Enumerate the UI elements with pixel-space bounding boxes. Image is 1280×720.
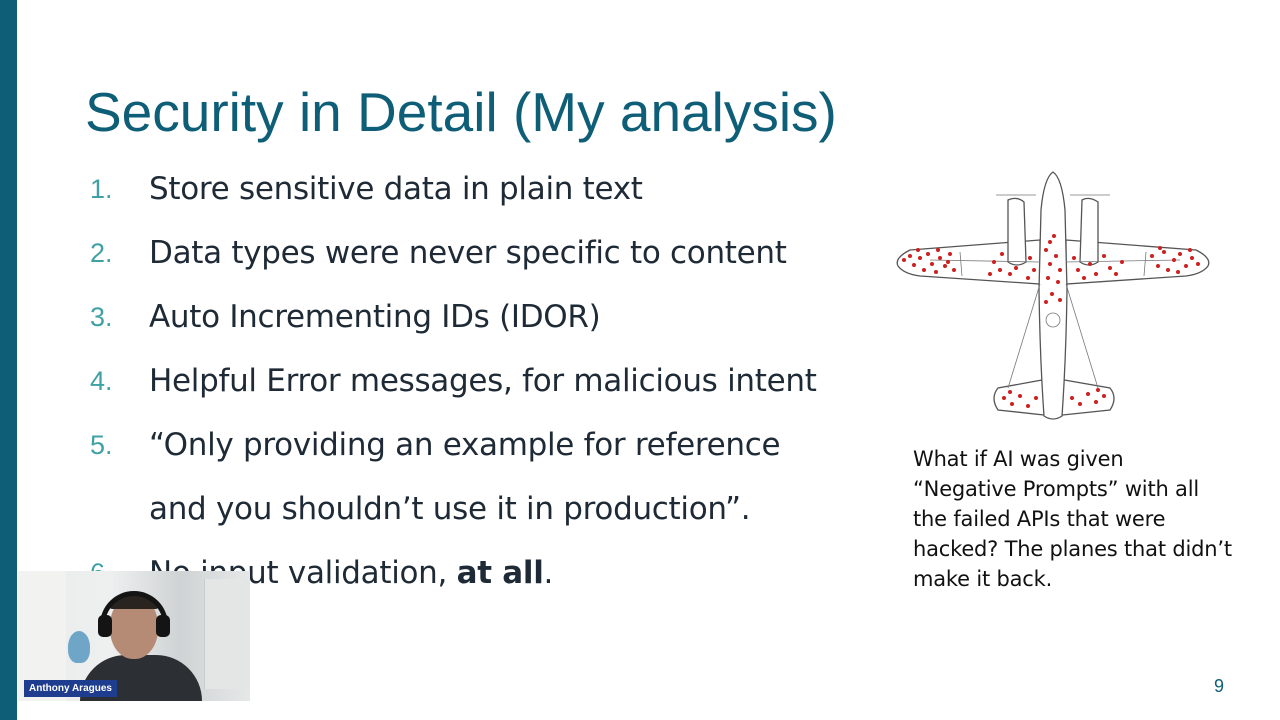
- webcam-vase: [68, 631, 90, 663]
- list-item-number: 2.: [90, 238, 113, 268]
- list-item-number: 3.: [90, 302, 113, 332]
- slide-title: Security in Detail (My analysis): [85, 81, 837, 143]
- accent-bar: [0, 0, 17, 720]
- list-item-text: Data types were never specific to conten…: [149, 235, 787, 271]
- headset-earcup-right: [156, 615, 170, 637]
- list-item-number: 5.: [90, 430, 113, 460]
- list-item-text-tail: .: [543, 555, 554, 591]
- list-item-number: 1.: [90, 174, 113, 204]
- list-item-text: Auto Incrementing IDs (IDOR): [149, 299, 601, 335]
- list-item-text-bold: at all: [456, 555, 544, 591]
- webcam-door: [18, 571, 66, 701]
- webcam-overlay: Anthony Aragues: [18, 571, 250, 701]
- list-item-text: Store sensitive data in plain text: [149, 171, 643, 207]
- list-item-text: Helpful Error messages, for malicious in…: [149, 363, 817, 399]
- list-item-text: “Only providing an example for reference: [149, 427, 781, 463]
- list-item-number: 4.: [90, 366, 113, 396]
- headset-earcup-left: [98, 615, 112, 637]
- webcam-shelf: [204, 579, 250, 689]
- list-item-text: and you shouldn’t use it in production”.: [149, 491, 751, 527]
- bullet-holes: [902, 234, 1200, 408]
- survivorship-bias-plane-icon: [896, 171, 1210, 420]
- image-caption: What if AI was given “Negative Prompts” …: [913, 447, 1232, 591]
- participant-name-tag: Anthony Aragues: [24, 680, 117, 697]
- page-number: 9: [1214, 676, 1225, 696]
